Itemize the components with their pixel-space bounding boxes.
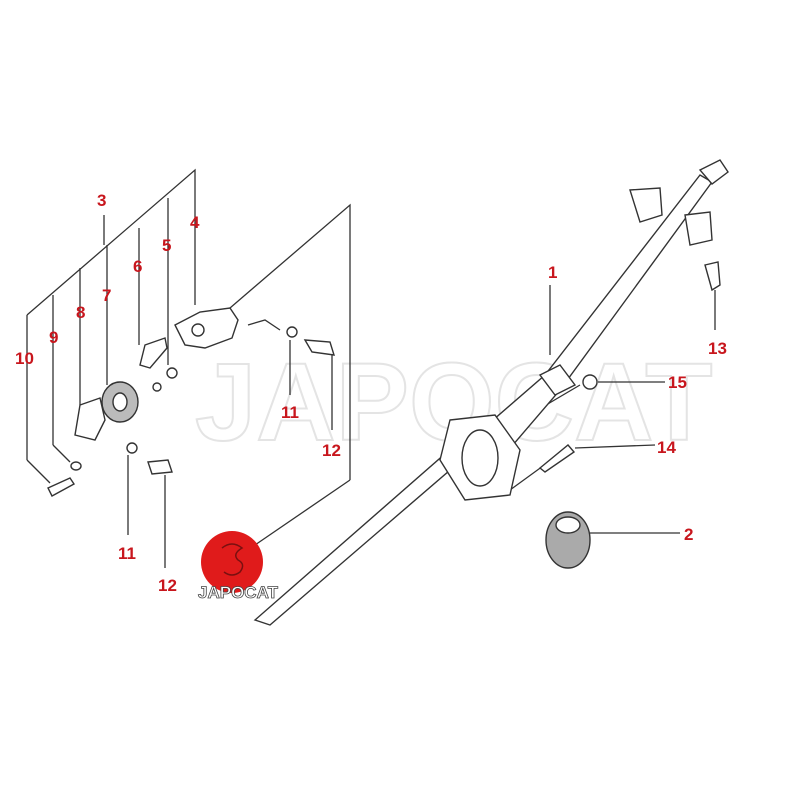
callout-15: 15 [668, 373, 687, 392]
callout-4: 4 [190, 213, 200, 232]
callout-6: 6 [133, 257, 142, 276]
callout-11-upper: 11 [281, 403, 299, 422]
callout-8: 8 [76, 303, 85, 322]
callout-12-lower: 12 [158, 576, 177, 595]
callout-12-upper: 12 [322, 441, 341, 460]
leader-lines [26, 168, 716, 568]
boot-part-2 [545, 511, 591, 569]
callout-7: 7 [102, 286, 111, 305]
callout-1: 1 [548, 263, 557, 282]
japocat-logo: JAPOCAT [198, 531, 279, 602]
callout-10: 10 [15, 349, 34, 368]
callout-labels: 1 2 3 4 5 6 7 8 9 10 11 12 11 12 13 14 1… [15, 191, 727, 595]
logo-text: JAPOCAT [198, 583, 279, 602]
callout-5: 5 [162, 236, 171, 255]
callout-2: 2 [684, 525, 693, 544]
callout-3: 3 [97, 191, 106, 210]
callout-9: 9 [49, 328, 58, 347]
coupling-assembly [47, 307, 335, 497]
callout-13: 13 [708, 339, 727, 358]
steering-column [253, 159, 729, 626]
callout-14: 14 [657, 438, 676, 457]
callout-11-lower: 11 [118, 544, 136, 563]
